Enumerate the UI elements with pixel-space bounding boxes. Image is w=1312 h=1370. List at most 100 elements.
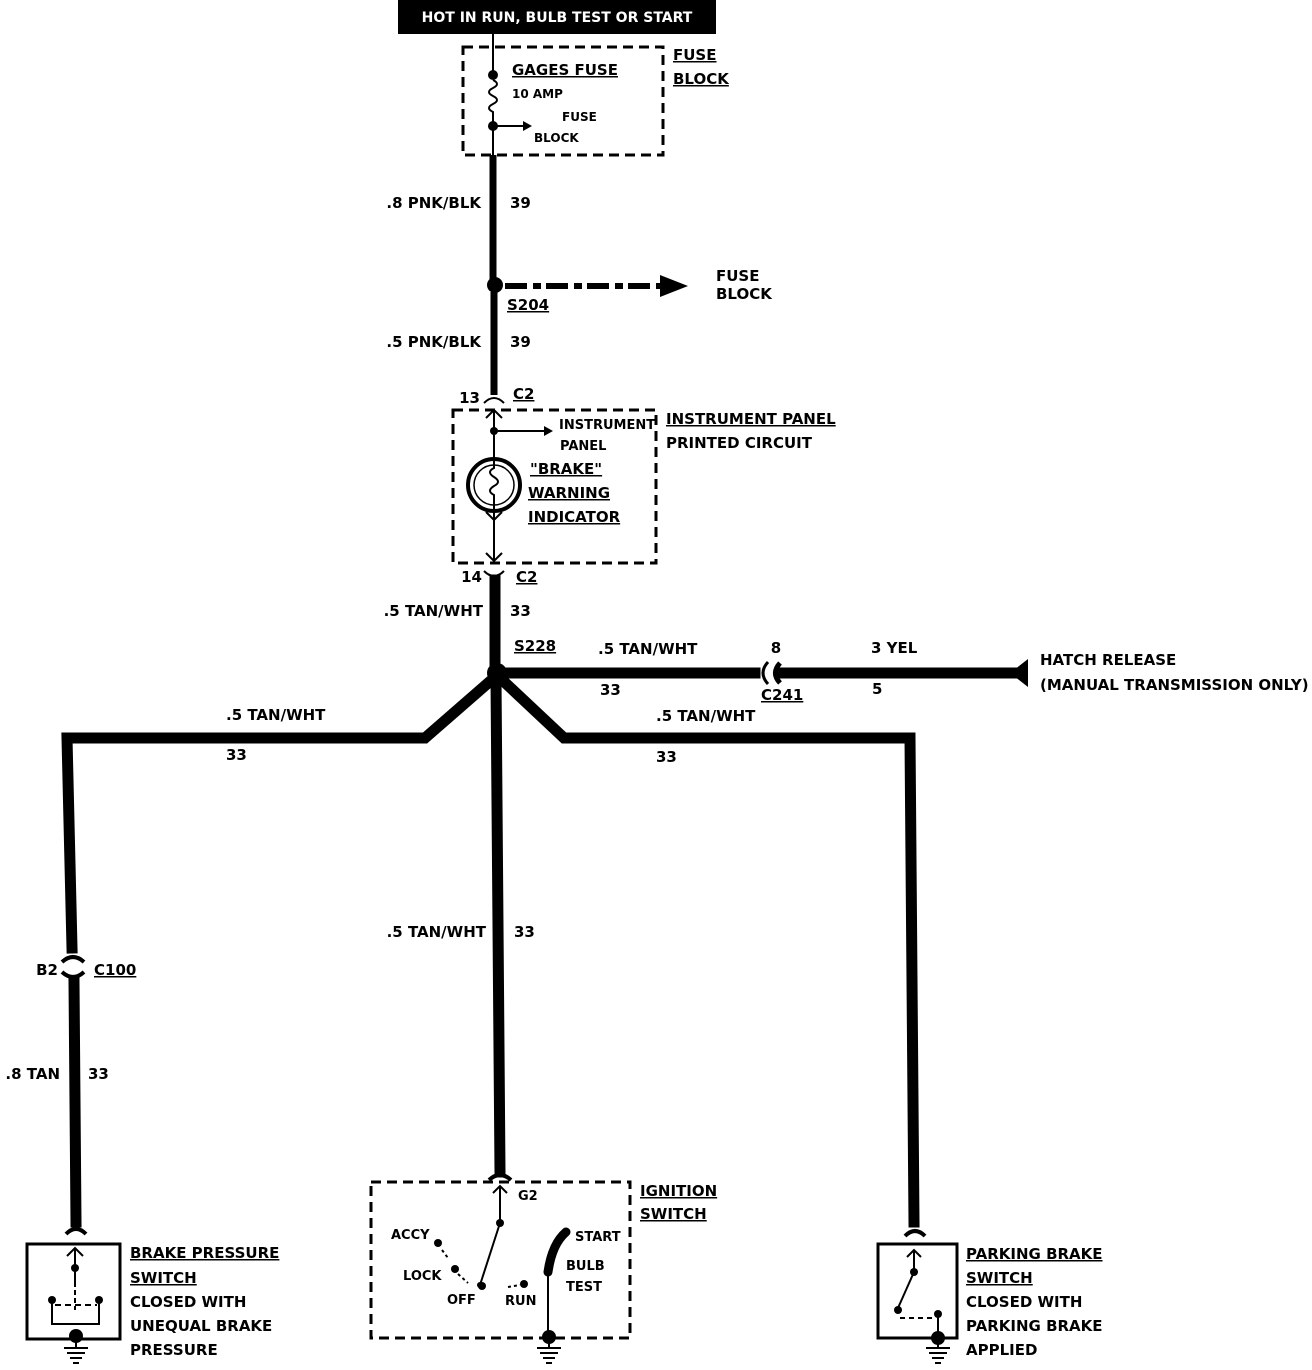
wire-33-right-gauge: .5 TAN/WHT (598, 640, 698, 658)
hatch-release-label-1: HATCH RELEASE (1040, 651, 1176, 669)
fuse-name: GAGES FUSE (512, 61, 618, 79)
connector-c100-icon-2 (60, 970, 86, 979)
ip-tap-arrow-icon (544, 426, 553, 436)
splice-s204-dest-2: BLOCK (716, 285, 773, 303)
wire-33-left-lower-gauge: .8 TAN (5, 1065, 60, 1083)
ignition-contact-accy (434, 1239, 442, 1247)
wire-39-upper-circuit: 39 (510, 194, 531, 212)
parking-switch-ground-node (931, 1331, 945, 1345)
connector-c2-top-icon (483, 397, 505, 404)
ignition-pos-bulb-2: TEST (566, 1280, 602, 1295)
ignition-pos-run: RUN (505, 1294, 536, 1309)
ignition-ground-node (542, 1330, 556, 1344)
splice-s228-label: S228 (514, 637, 556, 655)
connector-c2-top-label: C2 (513, 385, 534, 403)
connector-c241-label: C241 (761, 686, 803, 704)
ignition-pos-start: START (575, 1230, 621, 1245)
hatch-release-label-2: (MANUAL TRANSMISSION ONLY) (1040, 676, 1309, 694)
ignition-switch-title-1: IGNITION (640, 1182, 717, 1200)
wire-33-center-gauge: .5 TAN/WHT (387, 923, 487, 941)
fuse-tap-arrow-icon (523, 121, 532, 131)
brake-switch-frame (51, 1300, 100, 1325)
ip-tap-label-1: INSTRUMENT (559, 418, 655, 433)
parking-switch-desc-1: CLOSED WITH (966, 1293, 1082, 1311)
parking-switch-desc-3: APPLIED (966, 1341, 1037, 1359)
ignition-switch-title-2: SWITCH (640, 1205, 707, 1223)
brake-switch-desc-2: UNEQUAL BRAKE (130, 1317, 272, 1335)
ignition-start-contact-icon (543, 1227, 571, 1277)
brake-switch-node (71, 1264, 79, 1272)
fuse-tap-label-1: FUSE (562, 110, 597, 124)
power-note-bar (398, 0, 716, 34)
parking-entry-icon (903, 1229, 927, 1238)
wire-39-lower-circuit: 39 (510, 333, 531, 351)
wire-33-left-lower (68, 976, 82, 1228)
parking-switch-blade (897, 1271, 915, 1309)
wire-33-diag-right-gauge: .5 TAN/WHT (656, 707, 756, 725)
brake-indicator-label-1: "BRAKE" (530, 460, 602, 478)
ignition-run-arc (507, 1284, 521, 1288)
ignition-pos-off: OFF (447, 1293, 476, 1308)
ignition-switch-outline (369, 1180, 632, 1340)
brake-indicator-label-3: INDICATOR (528, 508, 621, 526)
brake-indicator-label-2: WARNING (528, 484, 610, 502)
brake-warning-bulb-icon (466, 457, 522, 513)
wire-39-lower-gauge: .5 PNK/BLK (386, 333, 482, 351)
connector-c100-pin: B2 (36, 961, 58, 979)
ignition-pos-lock: LOCK (403, 1269, 442, 1284)
wire-33-left-circuit: 33 (226, 746, 247, 764)
ignition-pos-accy: ACCY (391, 1228, 430, 1243)
wire-33-left (61, 669, 503, 954)
wire-5-hatch-gauge: 3 YEL (871, 639, 918, 657)
ignition-contact-run (520, 1280, 528, 1288)
connector-c241-icon (761, 660, 770, 686)
brake-switch-title-2: SWITCH (130, 1269, 197, 1287)
power-note: HOT IN RUN, BULB TEST OR START (422, 10, 693, 26)
fuse-terminal-top (488, 70, 498, 80)
parking-switch-desc-2: PARKING BRAKE (966, 1317, 1103, 1335)
fuse-block-outline (461, 45, 665, 157)
connector-c2-bottom-pin: 14 (461, 568, 482, 586)
wire-33-left-lower-circuit: 33 (88, 1065, 109, 1083)
connector-c241-pin: 8 (771, 639, 781, 657)
brake-switch-ground-node (69, 1329, 83, 1343)
ignition-accy-arc (441, 1249, 449, 1259)
wire-39-upper-gauge: .8 PNK/BLK (386, 194, 482, 212)
parking-switch-contact-left (894, 1306, 902, 1314)
ignition-pos-bulb-1: BULB (566, 1259, 605, 1274)
ignition-lock-arc (457, 1273, 469, 1284)
parking-switch-title-2: SWITCH (966, 1269, 1033, 1287)
wire-33-center (490, 674, 506, 1178)
splice-s204-arrow-icon (660, 275, 688, 297)
fuse-block-title-1: FUSE (673, 46, 716, 64)
connector-c2-bottom-label: C2 (516, 568, 537, 586)
wire-33-to-s228-gauge: .5 TAN/WHT (384, 602, 484, 620)
ignition-contact-off (478, 1282, 486, 1290)
wire-33-diag-right-circuit: 33 (656, 748, 677, 766)
instrument-panel-outline (451, 408, 658, 565)
fuse-element-icon (488, 79, 498, 126)
ip-tap-label-2: PANEL (560, 439, 606, 454)
ignition-wiper (479, 1222, 501, 1286)
fuse-block-title-2: BLOCK (673, 70, 730, 88)
splice-s204-label: S204 (507, 296, 549, 314)
instrument-panel-title-2: PRINTED CIRCUIT (666, 434, 813, 452)
parking-switch-title-1: PARKING BRAKE (966, 1245, 1103, 1263)
brake-switch-title-1: BRAKE PRESSURE (130, 1244, 279, 1262)
ignition-entry-icon (487, 1173, 513, 1182)
connector-c100-label: C100 (94, 961, 136, 979)
connector-c241-icon-2 (773, 661, 782, 685)
brake-switch-ground-icon (64, 1340, 88, 1364)
fuse-tap-label-2: BLOCK (534, 131, 579, 145)
wire-33-center-circuit: 33 (514, 923, 535, 941)
fuse-rating: 10 AMP (512, 87, 563, 101)
brake-switch-desc-1: CLOSED WITH (130, 1293, 246, 1311)
hatch-release-arrow-icon (1010, 659, 1028, 687)
connector-c2-top-pin: 13 (459, 389, 480, 407)
brake-switch-entry-icon (64, 1227, 88, 1236)
bulb-filament-icon (489, 460, 499, 510)
connector-c100-icon (60, 955, 86, 964)
splice-s204-dest-1: FUSE (716, 267, 759, 285)
brake-switch-desc-3: PRESSURE (130, 1341, 218, 1359)
